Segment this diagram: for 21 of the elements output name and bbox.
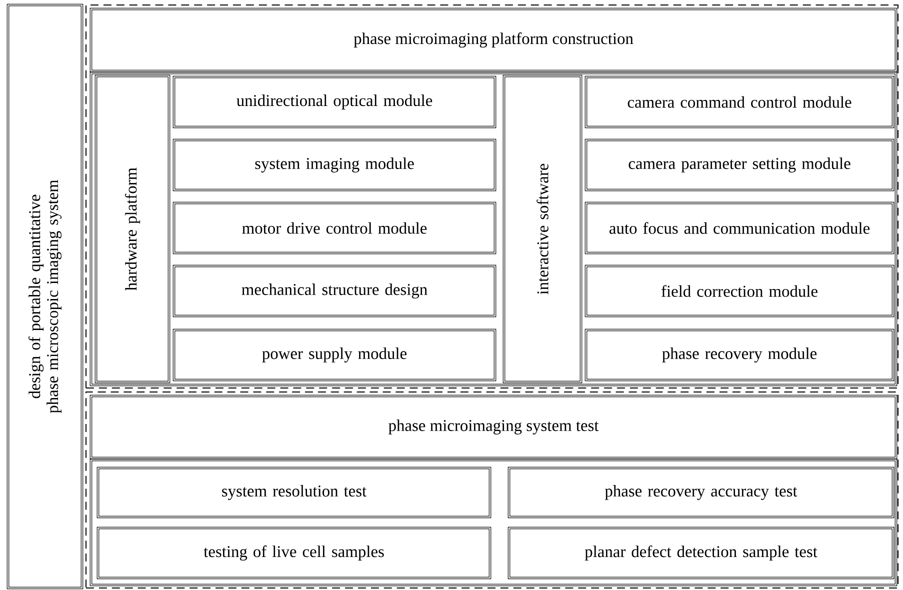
category-box: design of portable quantitative phase microscopic imaging system (6, 4, 84, 590)
category-box: interactive software (502, 74, 582, 384)
module-box: auto focus and communication module (584, 202, 894, 254)
module-box: motor drive control module (172, 202, 496, 254)
module-box: unidirectional optical module (172, 76, 496, 128)
module-box: power supply module (172, 328, 496, 382)
section-frame (86, 392, 898, 588)
module-box: phase recovery accuracy test (508, 466, 894, 518)
section-frame (86, 4, 898, 388)
category-box: hardware platform (94, 74, 170, 384)
module-box: camera command control module (584, 76, 894, 128)
module-box: testing of live cell samples (96, 526, 492, 580)
module-box: planar defect detection sample test (508, 526, 894, 580)
module-box: camera parameter setting module (584, 138, 894, 192)
module-box: mechanical structure design (172, 264, 496, 318)
module-box: phase recovery module (584, 328, 894, 382)
module-box: system resolution test (96, 466, 492, 518)
section-heading: phase microimaging platform construction (354, 32, 634, 48)
section-heading: phase microimaging system test (388, 420, 599, 434)
module-box: field correction module (584, 264, 894, 318)
module-box: system imaging module (172, 138, 496, 192)
